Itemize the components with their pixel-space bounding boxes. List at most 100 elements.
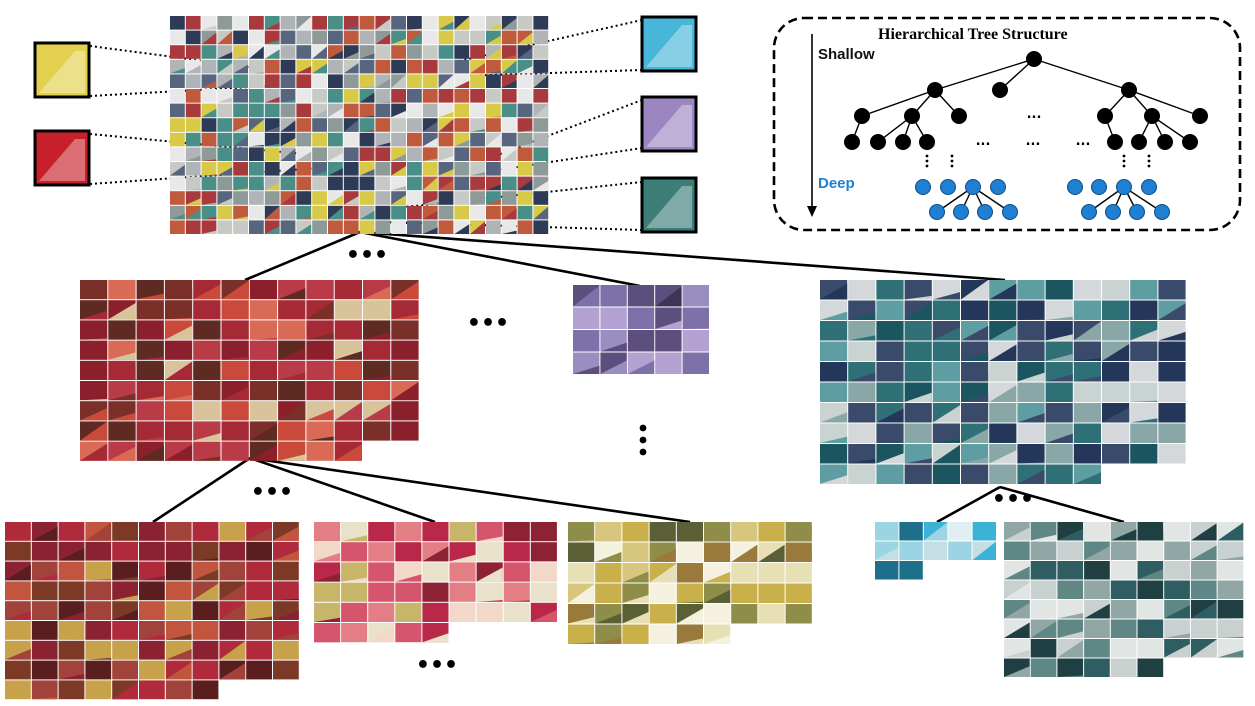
patch-tile	[219, 621, 246, 640]
patch-tile	[422, 16, 438, 30]
patch-tile	[486, 205, 501, 220]
patch-tile	[1190, 619, 1217, 638]
patch-tile	[486, 147, 501, 161]
patch-detail	[1158, 331, 1186, 341]
patch-detail	[1004, 603, 1030, 619]
tree-leaf-node	[1116, 179, 1132, 195]
patch-tile	[334, 300, 362, 320]
patch-detail	[1084, 546, 1110, 560]
patch-detail	[961, 325, 989, 341]
patch-tile	[904, 280, 932, 300]
patch-tile	[136, 401, 164, 421]
patch-tile	[233, 176, 248, 191]
patch-detail	[264, 96, 280, 103]
cluster-yellow-mosaic	[568, 522, 812, 644]
patch-tile	[758, 604, 785, 624]
patch-tile	[170, 45, 185, 59]
patch-tile	[517, 191, 533, 205]
patch-detail	[676, 608, 703, 624]
patch-tile	[407, 132, 422, 147]
patch-detail	[391, 281, 419, 300]
patch-tile	[454, 162, 470, 176]
patch-detail	[278, 347, 306, 360]
patch-tile	[273, 581, 299, 601]
patch-tile	[391, 320, 419, 340]
patch-tile	[314, 522, 341, 542]
patch-tile	[296, 132, 312, 147]
patch-detail	[108, 338, 136, 340]
patch-detail	[249, 444, 278, 461]
patch-tile	[112, 621, 138, 640]
patch-tile	[600, 307, 627, 329]
patch-detail	[164, 361, 193, 380]
patch-tile	[312, 220, 327, 234]
patch-tile	[932, 464, 960, 484]
patch-detail	[164, 289, 193, 300]
patch-tile	[899, 522, 923, 541]
patch-tile	[246, 640, 272, 660]
patch-detail	[1004, 649, 1030, 658]
patch-tile	[139, 660, 165, 680]
patch-detail	[627, 330, 655, 352]
patch-tile	[193, 300, 221, 320]
patch-tile	[264, 103, 280, 118]
patch-tile	[278, 381, 306, 401]
patch-detail	[217, 62, 233, 74]
patch-detail	[312, 63, 327, 74]
patch-detail	[170, 118, 185, 132]
patch-tile	[136, 280, 164, 300]
tree-vertical-ellipsis-dot	[1122, 154, 1126, 158]
patch-detail	[219, 602, 246, 620]
patch-detail	[1130, 418, 1158, 423]
patch-detail	[280, 120, 296, 132]
patch-tile	[201, 205, 217, 220]
patch-detail	[573, 285, 600, 307]
zoom-patch-shade	[39, 139, 85, 181]
patch-tile	[328, 74, 343, 88]
patch-detail	[264, 226, 280, 234]
patch-tile	[201, 176, 217, 191]
patch-detail	[989, 344, 1017, 361]
patch-detail	[328, 107, 343, 118]
patch-tile	[1217, 580, 1244, 599]
patch-tile	[533, 147, 549, 161]
patch-tile	[1030, 541, 1057, 560]
patch-tile	[848, 280, 876, 300]
patch-tile	[343, 132, 359, 147]
patch-tile	[391, 89, 406, 103]
patch-detail	[422, 177, 438, 191]
cluster-crimson-mosaic	[5, 522, 299, 700]
patch-tile	[85, 621, 112, 640]
patch-detail	[1137, 531, 1164, 541]
patch-detail	[932, 327, 960, 341]
patch-tile	[876, 362, 904, 382]
patch-tile	[164, 381, 193, 401]
patch-tile	[328, 89, 343, 103]
patch-detail	[136, 446, 164, 461]
patch-detail	[343, 25, 359, 30]
patch-tile	[280, 16, 296, 30]
patch-tile	[899, 561, 923, 580]
patch-detail	[438, 169, 454, 176]
patch-detail	[108, 352, 136, 360]
patch-detail	[820, 436, 848, 443]
patch-detail	[848, 335, 876, 341]
patch-tile	[876, 300, 904, 320]
patch-detail	[273, 598, 299, 601]
patch-detail	[600, 360, 627, 374]
vertical-ellipsis-dot	[639, 448, 647, 456]
patch-detail	[501, 230, 517, 234]
patch-detail	[264, 49, 280, 59]
patch-tile	[343, 16, 359, 30]
tree-leaf-node	[929, 204, 945, 220]
vertical-ellipsis-dot	[639, 424, 647, 432]
patch-tile	[185, 45, 201, 59]
patch-tile	[343, 103, 359, 118]
patch-tile	[454, 103, 470, 118]
patch-detail	[875, 547, 899, 560]
patch-tile	[5, 660, 31, 680]
patch-tile	[501, 45, 517, 59]
patch-tile	[31, 680, 58, 700]
patch-tile	[1045, 444, 1073, 464]
patch-tile	[375, 147, 391, 161]
